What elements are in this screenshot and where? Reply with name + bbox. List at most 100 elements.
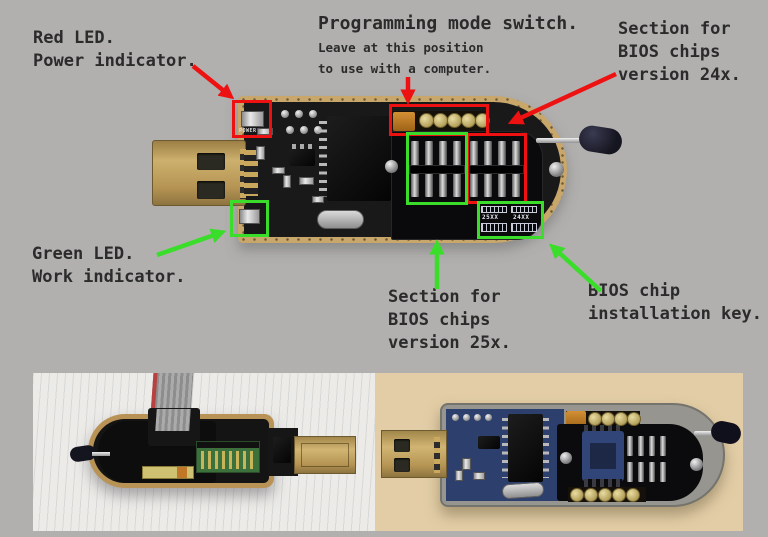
socket-slot	[439, 172, 447, 197]
header-strip	[142, 466, 194, 479]
crystal-oscillator	[317, 210, 364, 229]
clip-pins	[584, 479, 622, 487]
ic-pins	[543, 418, 549, 478]
highlight-section-24x	[466, 133, 527, 204]
key-footprint	[511, 206, 537, 213]
ch341a-chip	[327, 116, 391, 201]
label-green-led: Green LED. Work indicator.	[32, 243, 186, 289]
chip	[273, 437, 291, 463]
lever-knob	[577, 123, 624, 157]
header-pin	[627, 412, 641, 426]
socket-screw	[560, 452, 572, 464]
socket-slot	[498, 141, 506, 166]
capacitor	[462, 458, 471, 470]
mode-jumper	[566, 411, 586, 428]
label-line: Green LED.	[32, 244, 135, 264]
socket-screw	[385, 160, 398, 173]
socket-slot	[439, 141, 447, 166]
solder-joint	[281, 110, 289, 118]
label-line: installation key.	[588, 304, 762, 324]
key-footprint	[481, 206, 507, 213]
key-footprint	[511, 223, 537, 232]
socket-slot	[411, 172, 419, 197]
socket-slot	[470, 141, 478, 166]
clip-pins	[584, 425, 622, 433]
ch341a-chip	[508, 414, 543, 482]
socket-slot	[453, 172, 461, 197]
red-arrow-power-led	[191, 64, 235, 100]
label-line: BIOS chips	[388, 310, 491, 330]
crystal-oscillator	[501, 481, 545, 500]
ribbon-fold	[155, 409, 191, 431]
lever-rod	[536, 138, 583, 143]
solder-joint	[485, 414, 492, 421]
label-line: BIOS chip	[588, 281, 681, 301]
socket-slot	[411, 141, 419, 166]
socket-slot	[638, 462, 644, 482]
header-pin	[584, 488, 598, 502]
socket-slot	[453, 141, 461, 166]
socket-slot	[649, 462, 655, 482]
capacitor	[283, 175, 291, 188]
label-mode-switch: Programming mode switch. Leave at this p…	[318, 11, 578, 79]
usb-connector	[381, 430, 447, 478]
socket-screw	[549, 162, 564, 177]
socket-slot	[484, 172, 492, 197]
usb-hole	[197, 181, 225, 199]
header-pin	[570, 488, 584, 502]
socket-slot	[425, 172, 433, 197]
socket-slot	[627, 436, 633, 456]
regulator-legs	[292, 144, 312, 149]
label-line: Work indicator.	[32, 267, 186, 287]
socket-channel	[468, 165, 524, 174]
resistor	[299, 177, 314, 185]
usb-connector	[152, 140, 246, 206]
header-pin	[614, 412, 628, 426]
power-led	[241, 111, 264, 127]
label-line: Leave at this position	[318, 40, 484, 55]
key-label-24xx: 24XX	[513, 214, 530, 221]
usb-connector	[294, 436, 356, 474]
socket-channel	[409, 165, 465, 174]
label-section-25x: Section for BIOS chips version 25x.	[388, 286, 511, 355]
label-line: version 24x.	[618, 65, 741, 85]
solder-joint	[314, 126, 322, 134]
socket-slot	[649, 436, 655, 456]
chip-clip	[582, 431, 624, 481]
socket-slot	[660, 462, 666, 482]
mode-jumper	[393, 112, 415, 131]
photo-programmer-with-ribbon-adapter	[33, 373, 375, 531]
solder-joint	[300, 126, 308, 134]
header-pin	[626, 488, 640, 502]
label-line: BIOS chips	[618, 42, 721, 62]
header-pin	[601, 412, 615, 426]
solder-joint	[463, 414, 470, 421]
solder-joint	[309, 110, 317, 118]
header-pin	[598, 488, 612, 502]
label-line: to use with a computer.	[318, 61, 492, 76]
highlight-section-25x	[406, 132, 468, 205]
label-section-24x: Section for BIOS chips version 24x.	[618, 18, 741, 87]
usb-hole	[197, 153, 225, 170]
solder-joint	[452, 414, 459, 421]
header-pin	[612, 488, 626, 502]
label-title: Programming mode switch.	[318, 13, 579, 34]
key-label-25xx: 25XX	[482, 214, 499, 221]
highlight-power-led	[232, 100, 272, 138]
highlight-work-led	[230, 200, 269, 237]
capacitor	[256, 146, 265, 160]
adapter-pcb	[196, 441, 260, 473]
highlight-install-key	[477, 201, 544, 239]
label-line: Section for	[388, 287, 501, 307]
socket-slot	[512, 141, 520, 166]
socket-slot	[627, 462, 633, 482]
voltage-regulator	[478, 436, 500, 449]
label-line: version 25x.	[388, 333, 511, 353]
resistor	[473, 472, 485, 480]
resistor	[272, 167, 285, 174]
header-pin	[588, 412, 602, 426]
solder-joint	[286, 126, 294, 134]
label-red-led: Red LED. Power indicator.	[33, 27, 197, 73]
socket-slot	[512, 172, 520, 197]
